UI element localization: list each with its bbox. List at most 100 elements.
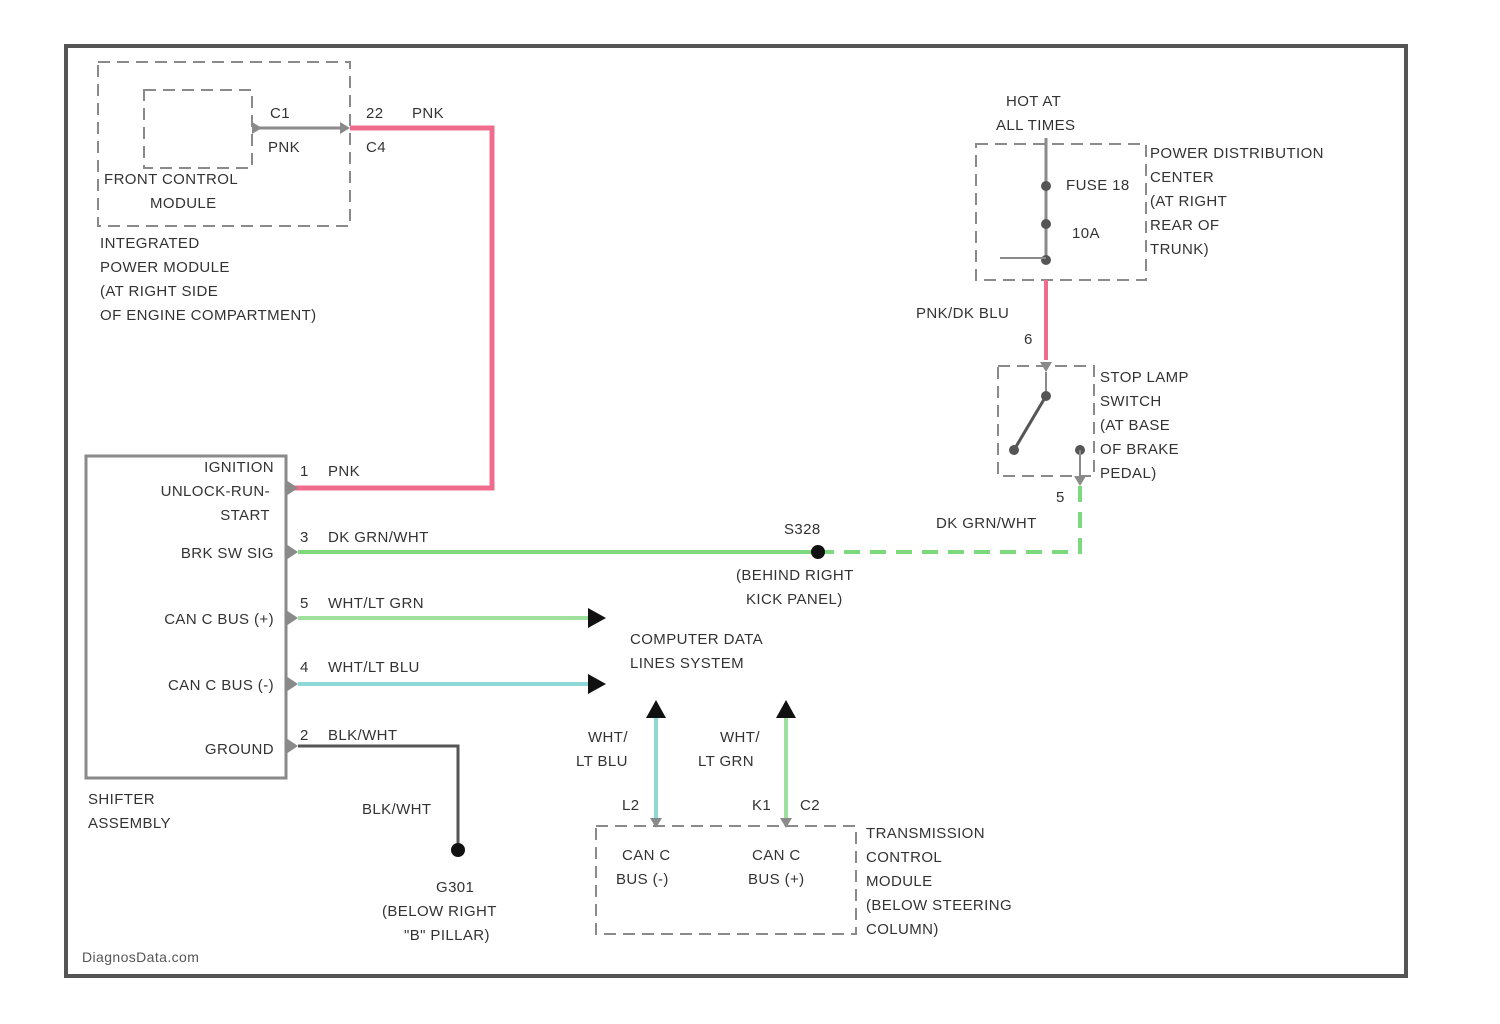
stop-lamp-contact-left — [1009, 445, 1019, 455]
ground-g301-dot — [451, 843, 465, 857]
splice-location-line2: KICK PANEL) — [746, 591, 843, 608]
fuse-terminal-bottom — [1041, 219, 1051, 229]
integrated-power-module-box — [98, 62, 350, 226]
ground-wire-label: BLK/WHT — [362, 801, 431, 818]
wire-pin2-color: BLK/WHT — [328, 727, 397, 744]
shifter-connector-pin2 — [286, 738, 298, 754]
shifter-pin1-label-line2: UNLOCK-RUN- — [161, 483, 270, 500]
can-minus-arrow — [588, 674, 606, 694]
dk-grn-wht-right-label: DK GRN/WHT — [936, 515, 1037, 532]
tcm-left-wire-line1: WHT/ — [588, 729, 628, 746]
wire-pin5-color: WHT/LT GRN — [328, 595, 424, 612]
stop-lamp-switch-arm — [1014, 396, 1046, 450]
pdc-junction-dot — [1041, 255, 1051, 265]
wire-pin1-number: 1 — [300, 463, 309, 480]
shifter-name-line2: ASSEMBLY — [88, 815, 171, 832]
shifter-pin2-label: GROUND — [205, 741, 274, 758]
wire-pin4-color: WHT/LT BLU — [328, 659, 420, 676]
stop-lamp-label-line5: PEDAL) — [1100, 465, 1157, 482]
stop-lamp-pin-6: 6 — [1024, 331, 1033, 348]
stop-lamp-pin-5: 5 — [1056, 489, 1065, 506]
cdl-label-line2: LINES SYSTEM — [630, 655, 744, 672]
pdc-label-line2: CENTER — [1150, 169, 1214, 186]
shifter-pin1-label-line3: START — [220, 507, 270, 524]
fuse-amps: 10A — [1072, 225, 1100, 242]
ground-location-line2: "B" PILLAR) — [404, 927, 490, 944]
wire-pin3-color: DK GRN/WHT — [328, 529, 429, 546]
fcm-label-line1: FRONT CONTROL — [104, 171, 238, 188]
splice-location-line1: (BEHIND RIGHT — [736, 567, 854, 584]
splice-id: S328 — [784, 521, 821, 538]
tcm-left-wire-line2: LT BLU — [576, 753, 628, 770]
ground-location-line1: (BELOW RIGHT — [382, 903, 497, 920]
tcm-label-line4: (BELOW STEERING — [866, 897, 1012, 914]
wire-pin3-number: 3 — [300, 529, 309, 546]
stop-lamp-connector-bottom — [1074, 476, 1086, 486]
wire-pin4-number: 4 — [300, 659, 309, 676]
shifter-connector-pin3 — [286, 544, 298, 560]
hot-label-line1: HOT AT — [1006, 93, 1061, 110]
pdc-label-line5: TRUNK) — [1150, 241, 1209, 258]
shifter-pin4-label: CAN C BUS (-) — [168, 677, 274, 694]
splice-s328-dot — [811, 545, 825, 559]
can-plus-arrow — [588, 608, 606, 628]
ipm-label-line2: POWER MODULE — [100, 259, 230, 276]
power-distribution-center-box — [976, 144, 1146, 280]
stop-lamp-label-line3: (AT BASE — [1100, 417, 1170, 434]
fcm-wire-pnk: PNK — [268, 139, 300, 156]
stop-lamp-label-line2: SWITCH — [1100, 393, 1162, 410]
fcm-label-line2: MODULE — [150, 195, 217, 212]
ground-id: G301 — [436, 879, 474, 896]
tcm-bus-minus-line1: CAN C — [622, 847, 671, 864]
fcm-pin-c1: C1 — [270, 105, 290, 122]
ipm-label-line4: OF ENGINE COMPARTMENT) — [100, 307, 317, 324]
tcm-label-line1: TRANSMISSION — [866, 825, 985, 842]
watermark: DiagnosData.com — [82, 949, 199, 965]
cdl-label-line1: COMPUTER DATA — [630, 631, 763, 648]
pdc-label-line3: (AT RIGHT — [1150, 193, 1227, 210]
tcm-right-wire-line1: WHT/ — [720, 729, 760, 746]
ipm-label-line3: (AT RIGHT SIDE — [100, 283, 218, 300]
tcm-can-plus-arrow — [776, 700, 796, 718]
wire-blk-wht-ground — [298, 746, 458, 850]
tcm-bus-plus-line1: CAN C — [752, 847, 801, 864]
tcm-pin-l2: L2 — [622, 797, 640, 814]
ipm-wire-pnk: PNK — [412, 105, 444, 122]
stop-lamp-label-line4: OF BRAKE — [1100, 441, 1179, 458]
shifter-connector-pin5 — [286, 610, 298, 626]
wire-pin1-color: PNK — [328, 463, 360, 480]
hot-label-line2: ALL TIMES — [996, 117, 1075, 134]
stop-lamp-label-line1: STOP LAMP — [1100, 369, 1189, 386]
wire-pin2-number: 2 — [300, 727, 309, 744]
ipm-pin-c4: C4 — [366, 139, 386, 156]
shifter-connector-pin4 — [286, 676, 298, 692]
shifter-pin5-label: CAN C BUS (+) — [164, 611, 274, 628]
ipm-label-line1: INTEGRATED — [100, 235, 200, 252]
tcm-can-minus-arrow — [646, 700, 666, 718]
front-control-module-box — [144, 90, 252, 168]
wire-pin5-number: 5 — [300, 595, 309, 612]
tcm-label-line3: MODULE — [866, 873, 933, 890]
ipm-connector-c4 — [340, 122, 350, 134]
pdc-label-line4: REAR OF — [1150, 217, 1219, 234]
wire-pnk — [292, 128, 492, 488]
pnk-dk-blu-label: PNK/DK BLU — [916, 305, 1009, 322]
tcm-right-wire-line2: LT GRN — [698, 753, 754, 770]
fuse-label: FUSE 18 — [1066, 177, 1130, 194]
pdc-label-line1: POWER DISTRIBUTION — [1150, 145, 1324, 162]
tcm-bus-minus-line2: BUS (-) — [616, 871, 669, 888]
tcm-connector-c2: C2 — [800, 797, 820, 814]
tcm-label-line2: CONTROL — [866, 849, 942, 866]
fcm-connector-c1 — [252, 122, 262, 134]
shifter-name-line1: SHIFTER — [88, 791, 155, 808]
shifter-connector-pin1 — [286, 480, 298, 496]
fuse-terminal-top — [1041, 181, 1051, 191]
shifter-pin1-label-line1: IGNITION — [204, 459, 274, 476]
tcm-pin-k1: K1 — [752, 797, 771, 814]
tcm-label-line5: COLUMN) — [866, 921, 939, 938]
tcm-bus-plus-line2: BUS (+) — [748, 871, 805, 888]
shifter-pin3-label: BRK SW SIG — [181, 545, 274, 562]
ipm-pin-22: 22 — [366, 105, 384, 122]
